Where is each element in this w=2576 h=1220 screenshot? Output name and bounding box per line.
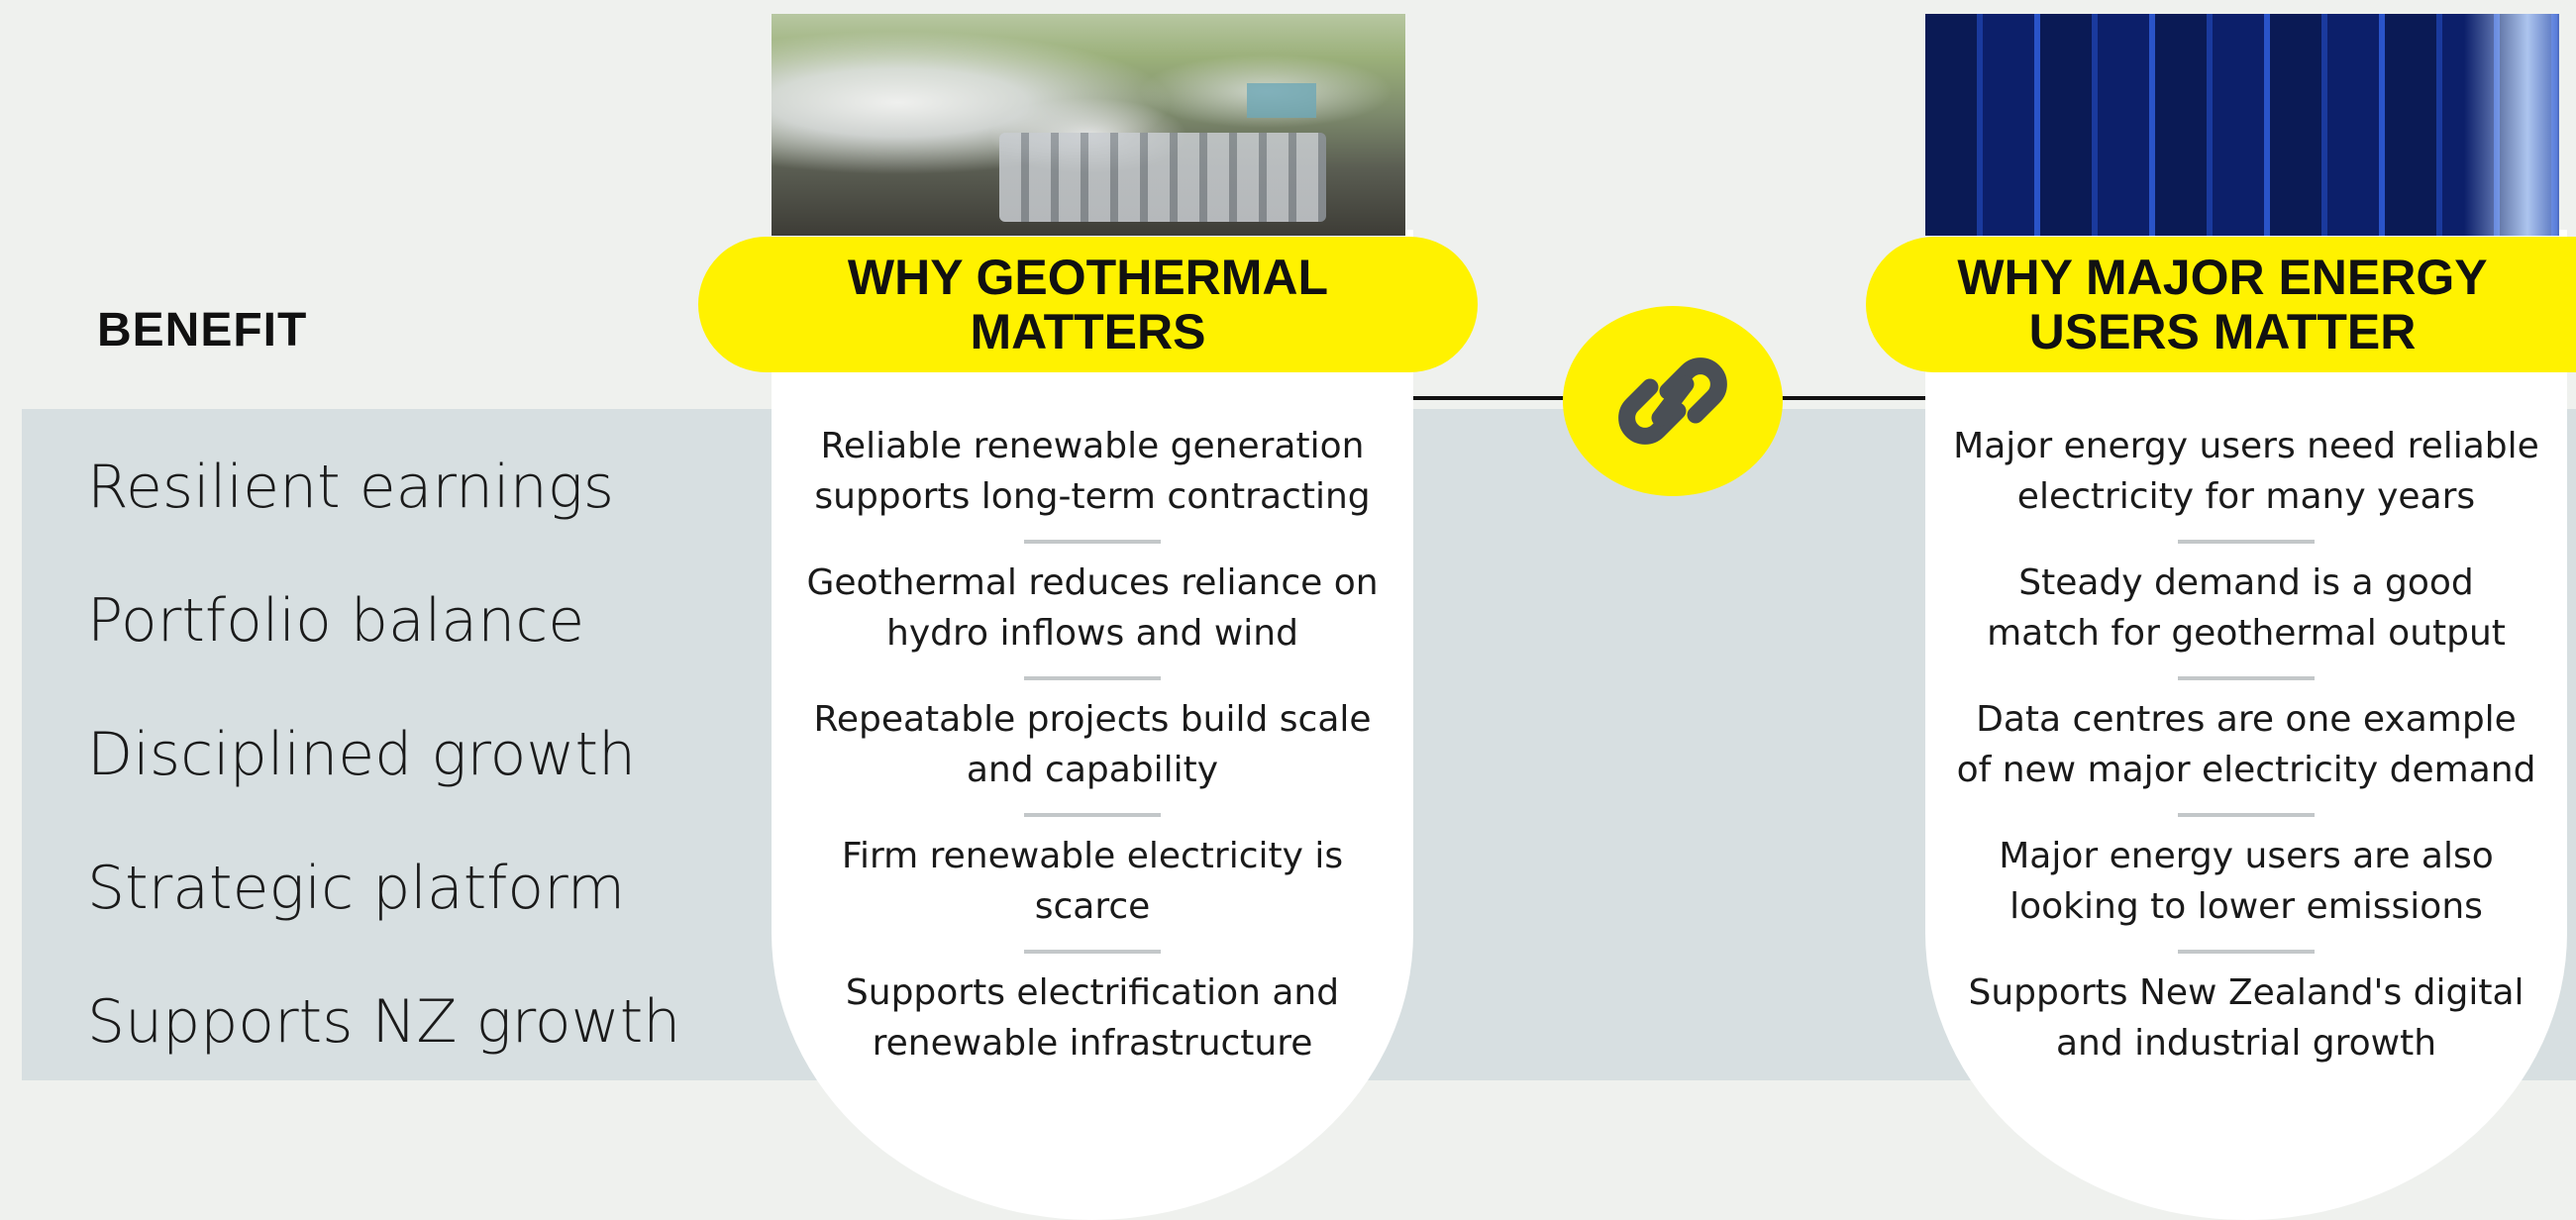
link-badge bbox=[1563, 306, 1783, 496]
data-centre-photo bbox=[1925, 14, 2559, 236]
divider bbox=[2178, 676, 2315, 680]
divider bbox=[2178, 540, 2315, 544]
list-item: Supports New Zealand's digital and indus… bbox=[1925, 950, 2567, 1086]
connector-line-right bbox=[1775, 396, 1925, 400]
item-text: Reliable renewable generation supports l… bbox=[814, 426, 1371, 517]
geothermal-plant-photo bbox=[772, 14, 1405, 236]
item-text: Firm renewable electricity is scarce bbox=[841, 836, 1344, 927]
divider bbox=[1024, 813, 1161, 817]
divider bbox=[2178, 950, 2315, 954]
geothermal-title-pill: WHY GEOTHERMAL MATTERS bbox=[698, 237, 1478, 372]
item-text: Major energy users are also looking to l… bbox=[1999, 836, 2494, 927]
benefit-item: Strategic platform bbox=[87, 854, 626, 923]
list-item: Data centres are one example of new majo… bbox=[1925, 676, 2567, 817]
geothermal-card bbox=[772, 230, 1413, 1220]
energy-users-title: WHY MAJOR ENERGY USERS MATTER bbox=[1957, 249, 2488, 359]
benefit-item: Portfolio balance bbox=[87, 586, 585, 656]
list-item: Steady demand is a good match for geothe… bbox=[1925, 540, 2567, 680]
energy-users-card bbox=[1925, 230, 2567, 1220]
list-item: Firm renewable electricity is scarce bbox=[772, 813, 1413, 954]
geothermal-items: Reliable renewable generation supports l… bbox=[772, 403, 1413, 1086]
divider bbox=[1024, 540, 1161, 544]
list-item: Major energy users need reliable electri… bbox=[1925, 403, 2567, 544]
item-text: Repeatable projects build scale and capa… bbox=[813, 699, 1372, 790]
energy-users-title-pill: WHY MAJOR ENERGY USERS MATTER bbox=[1866, 237, 2576, 372]
divider bbox=[2178, 813, 2315, 817]
divider bbox=[1024, 950, 1161, 954]
list-item: Geothermal reduces reliance on hydro inf… bbox=[772, 540, 1413, 680]
list-item: Reliable renewable generation supports l… bbox=[772, 403, 1413, 544]
benefit-list: Resilient earnings Portfolio balance Dis… bbox=[87, 421, 680, 1089]
list-item: Supports electrification and renewable i… bbox=[772, 950, 1413, 1086]
link-chain-icon bbox=[1618, 357, 1727, 445]
benefit-item: Resilient earnings bbox=[87, 453, 615, 522]
item-text: Major energy users need reliable electri… bbox=[1953, 426, 2539, 517]
benefit-item: Supports NZ growth bbox=[87, 987, 681, 1057]
item-text: Geothermal reduces reliance on hydro inf… bbox=[806, 562, 1379, 654]
item-text: Data centres are one example of new majo… bbox=[1956, 699, 2536, 790]
geothermal-title: WHY GEOTHERMAL MATTERS bbox=[847, 249, 1329, 359]
item-text: Steady demand is a good match for geothe… bbox=[1987, 562, 2506, 654]
benefit-header: BENEFIT bbox=[97, 304, 308, 356]
energy-users-items: Major energy users need reliable electri… bbox=[1925, 403, 2567, 1086]
connector-line-left bbox=[1410, 396, 1571, 400]
list-item: Major energy users are also looking to l… bbox=[1925, 813, 2567, 954]
item-text: Supports New Zealand's digital and indus… bbox=[1968, 972, 2524, 1064]
list-item: Repeatable projects build scale and capa… bbox=[772, 676, 1413, 817]
divider bbox=[1024, 676, 1161, 680]
benefit-item: Disciplined growth bbox=[87, 720, 637, 789]
item-text: Supports electrification and renewable i… bbox=[845, 972, 1340, 1064]
